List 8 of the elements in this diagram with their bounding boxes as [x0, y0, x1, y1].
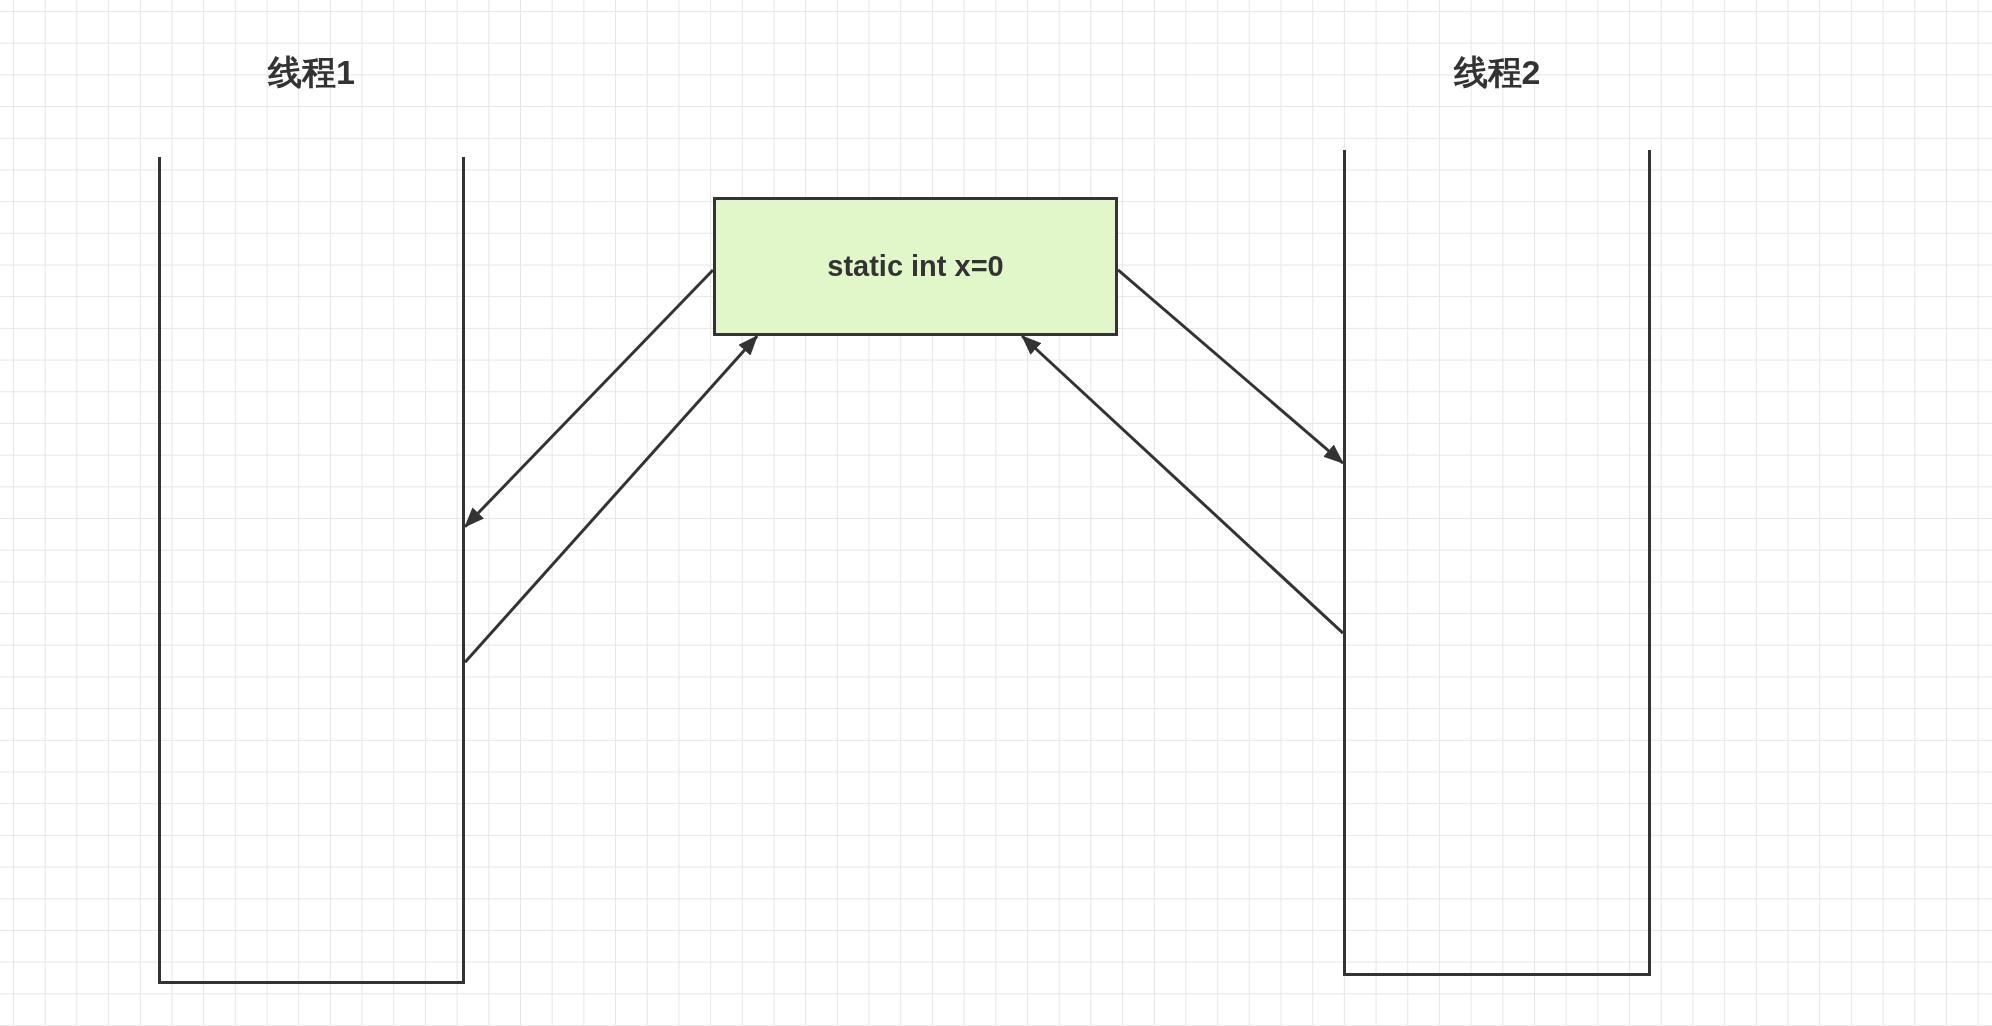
arrow: [1021, 334, 1344, 635]
arrow: [463, 268, 715, 528]
variable-box: [713, 197, 1118, 336]
column-heading: 线程1: [268, 52, 355, 93]
variable-label: static int x=0: [827, 248, 1004, 284]
column-heading: 线程2: [1453, 52, 1541, 93]
arrow: [1117, 268, 1344, 465]
arrow: [463, 335, 759, 664]
